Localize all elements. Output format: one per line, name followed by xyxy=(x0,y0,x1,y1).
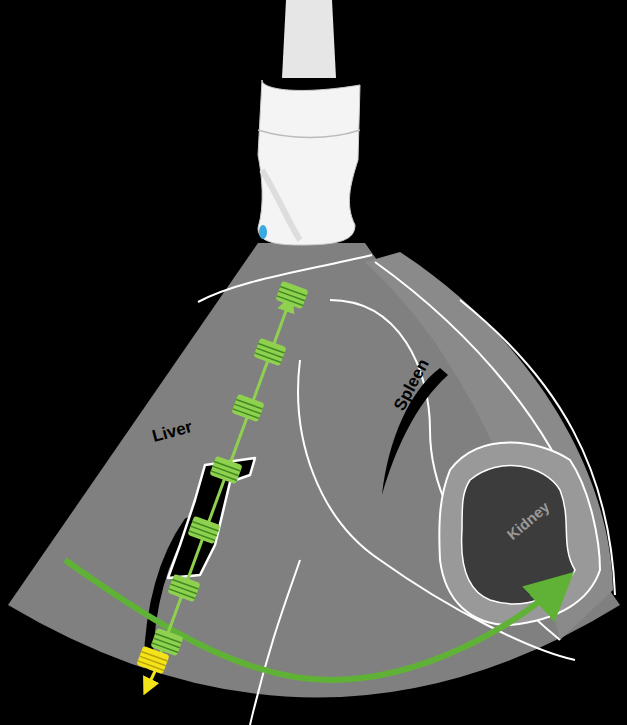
stage: LiverSpleenKidney xyxy=(0,0,627,725)
ultrasound-illustration xyxy=(0,0,627,725)
